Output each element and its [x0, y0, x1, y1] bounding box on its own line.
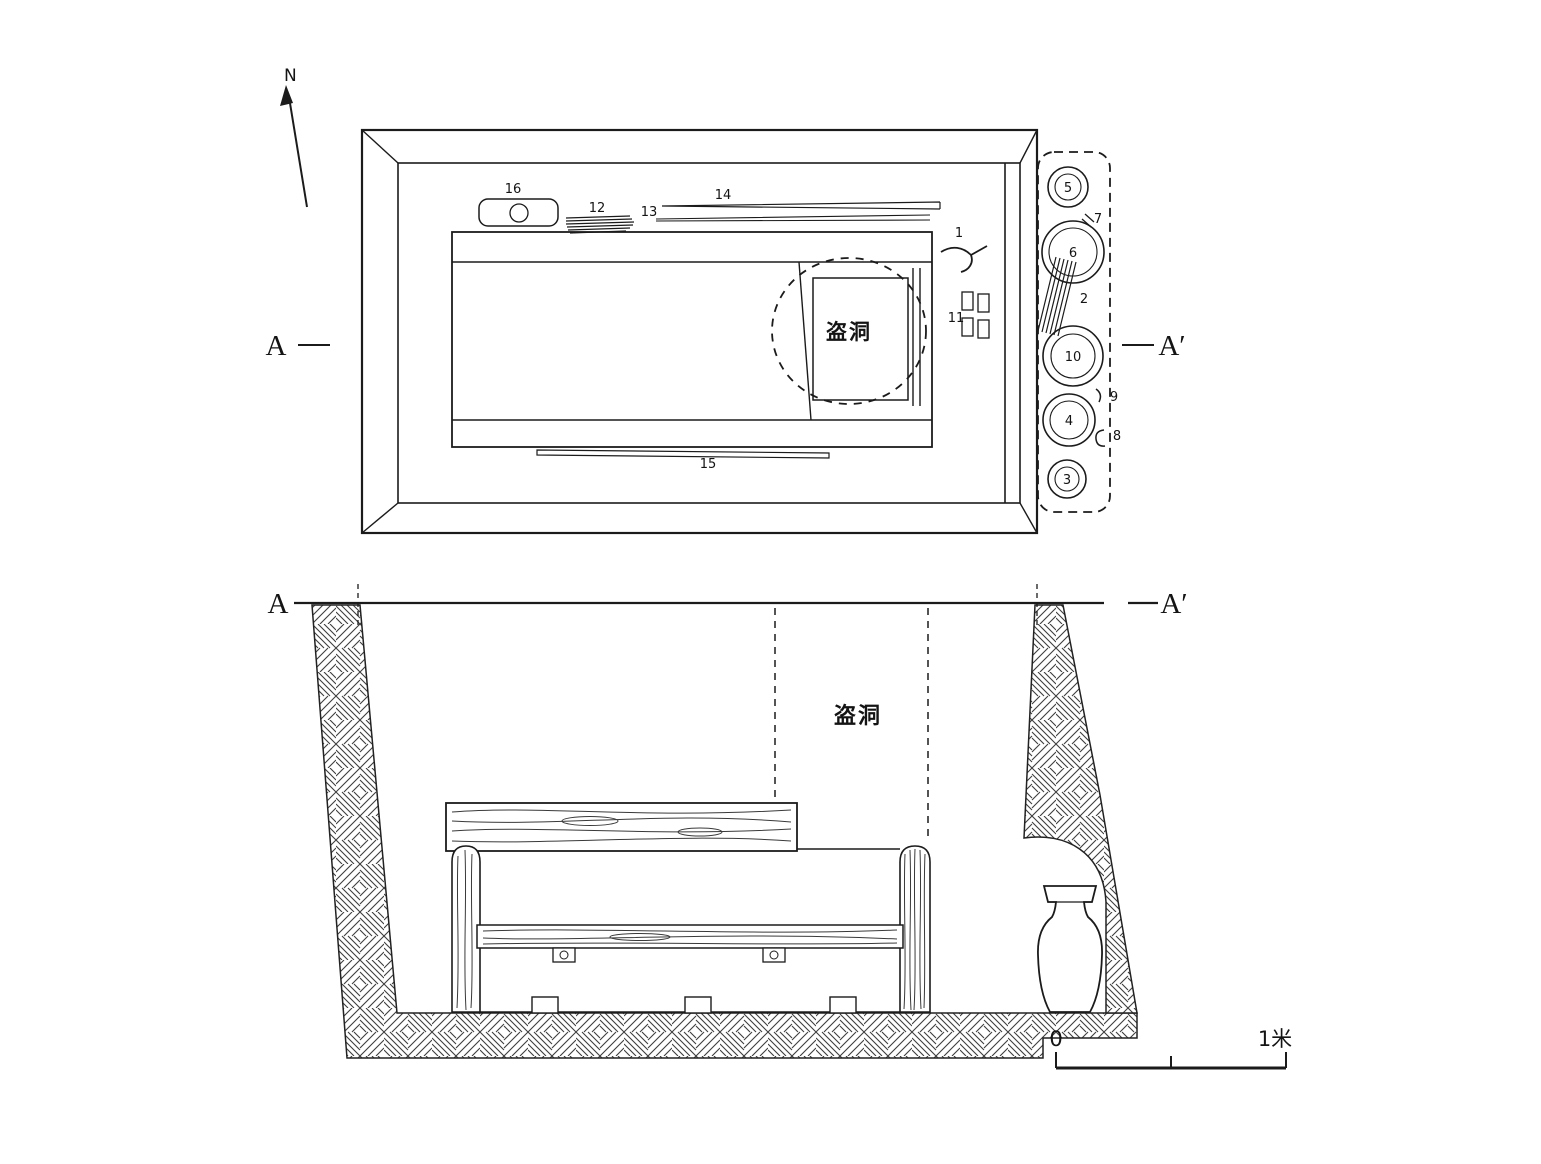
artifact-11	[961, 291, 990, 339]
artifact-15	[536, 449, 830, 459]
coffin-feet	[531, 996, 857, 1014]
section-view: 盗洞	[268, 584, 1188, 1059]
artifact-14	[661, 201, 941, 210]
side-niche-plan	[1037, 151, 1111, 513]
label-2: 2	[1080, 292, 1088, 307]
label-6: 6	[1069, 246, 1077, 261]
coffin-plan: 盗洞	[451, 231, 933, 448]
label-10: 10	[1065, 350, 1082, 365]
label-4: 4	[1065, 414, 1073, 429]
plan-number-labels: 16 12 13 14 1 11 15 2 5 7 6 10 9 4 8 3	[505, 181, 1121, 488]
section-label-right: A′	[1160, 588, 1187, 620]
label-9: 9	[1110, 390, 1118, 405]
outer-coffin-plan	[451, 231, 933, 448]
robber-hole-label-section: 盗洞	[834, 703, 882, 729]
vessel-circle-3	[1047, 459, 1087, 499]
plan-section-label-left: A	[266, 330, 287, 362]
scale-zero-label: 0	[1049, 1027, 1062, 1051]
robber-hole-label-plan: 盗洞	[826, 320, 872, 344]
pit-outer-edge	[360, 128, 1039, 535]
section-section-marks: A A′	[268, 588, 1188, 620]
label-7: 7	[1094, 212, 1102, 227]
label-1: 1	[955, 226, 963, 241]
inner-coffin-plan	[812, 277, 909, 401]
plan-view: N 盗洞	[266, 66, 1186, 535]
plan-section-marks: A A′	[266, 330, 1186, 362]
vessel-circle-10	[1042, 325, 1104, 387]
label-5: 5	[1064, 181, 1072, 196]
plan-artifacts	[478, 198, 990, 459]
artifact-13	[655, 214, 931, 222]
coffin-fittings	[552, 947, 786, 963]
inner-coffin-lid-plank	[476, 924, 904, 949]
chamber-end-plank-left	[451, 845, 481, 1013]
vessel-circle-5	[1047, 166, 1089, 208]
pit-inner-edge	[397, 162, 1021, 504]
label-11: 11	[948, 311, 965, 326]
lid-break-line	[798, 261, 812, 421]
plan-section-label-right: A′	[1158, 330, 1185, 362]
north-label: N	[284, 66, 297, 86]
vessel-circle-4	[1042, 393, 1096, 447]
label-16: 16	[505, 182, 522, 197]
label-13: 13	[641, 205, 658, 220]
artifact-2	[1037, 256, 1077, 337]
scale-max-label: 1米	[1258, 1027, 1292, 1051]
chamber-end-plank-right	[899, 845, 931, 1013]
artifact-9	[1095, 388, 1102, 403]
earth-right-wall	[1023, 604, 1138, 1014]
north-arrowhead-icon	[280, 85, 293, 106]
scale-bar: 0 1米	[1049, 1027, 1292, 1070]
coffin-section	[445, 802, 931, 1014]
label-15: 15	[700, 457, 717, 472]
artifact-12	[565, 215, 635, 234]
robber-hole-outline-plan	[771, 257, 927, 405]
label-14: 14	[715, 188, 732, 203]
chamber-lid-plank	[445, 802, 798, 852]
artifact-1	[940, 245, 988, 273]
label-12: 12	[589, 201, 606, 216]
artifact-8	[1095, 429, 1106, 447]
label-3: 3	[1063, 473, 1071, 488]
north-arrow: N	[280, 66, 308, 208]
section-label-left: A	[268, 588, 289, 620]
label-8: 8	[1113, 429, 1121, 444]
artifact-7	[1081, 213, 1095, 228]
earth-left-wall-and-floor	[311, 604, 1138, 1059]
niche-vessel	[1037, 885, 1103, 1013]
artifact-16	[478, 198, 559, 227]
niche-outline-plan	[1037, 151, 1111, 513]
tomb-pit-plan	[360, 128, 1039, 535]
